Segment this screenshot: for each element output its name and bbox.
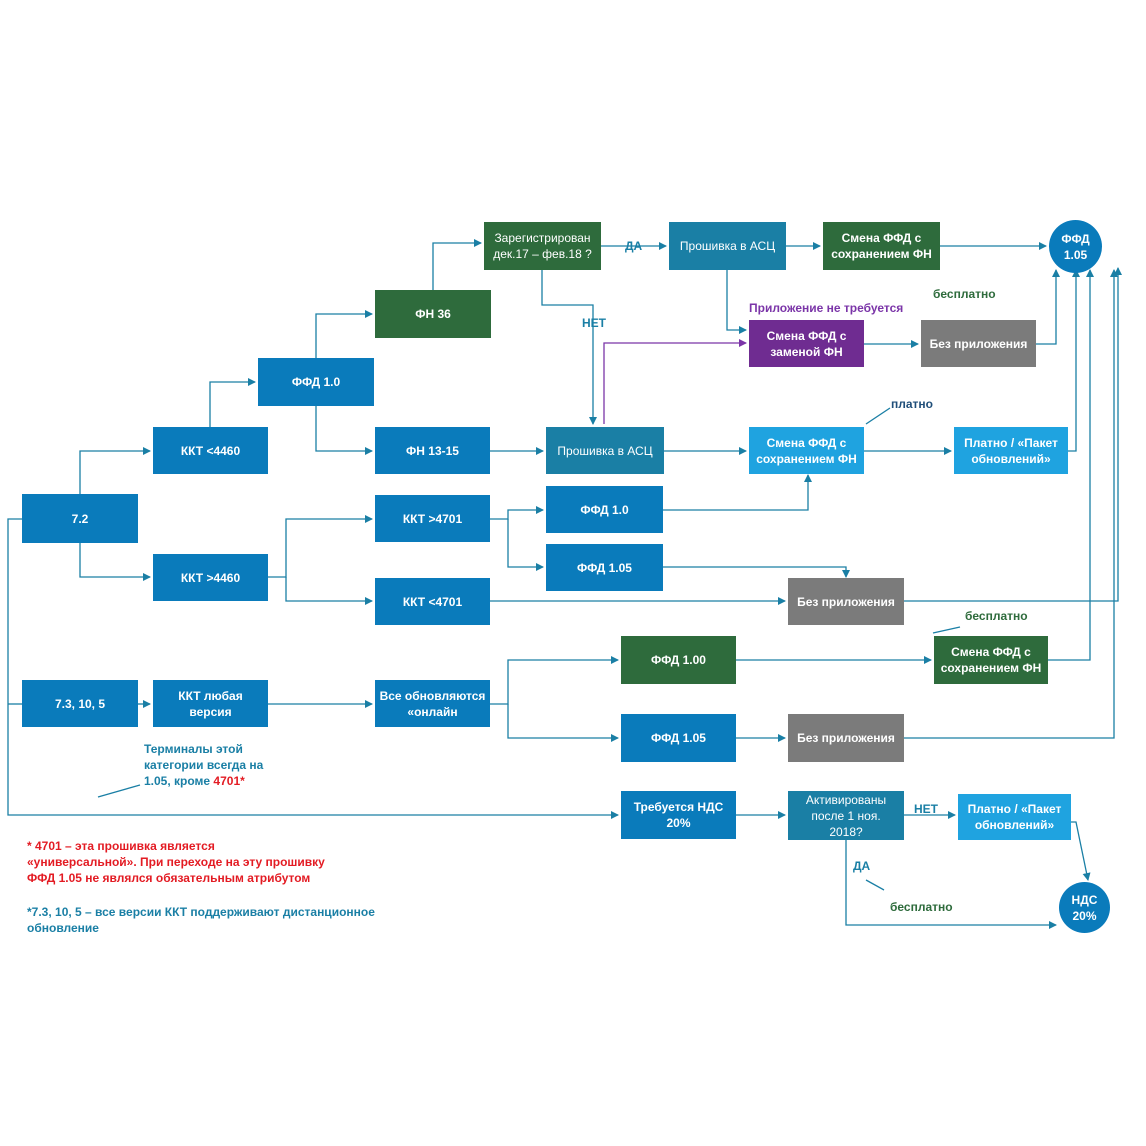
change-ffd-replace-fn-node: Смена ФФД с заменой ФН	[749, 320, 864, 367]
no-app-mid-node: Без приложения	[788, 578, 904, 625]
footnote-remote-update: *7.3, 10, 5 – все версии ККТ поддерживаю…	[27, 905, 375, 935]
fn-13-15-node: ФН 13-15	[375, 427, 490, 474]
no-label-top: НЕТ	[582, 316, 606, 330]
yes-label-low: ДА	[853, 859, 871, 873]
all-online-update-node: Все обновляются «онлайн	[375, 680, 490, 727]
ffd-1-00-low-node: ФФД 1.00	[621, 636, 736, 684]
firmware-asc-mid-node: Прошивка в АСЦ	[546, 427, 664, 474]
no-app-top-node: Без приложения	[921, 320, 1036, 367]
no-label-low: НЕТ	[914, 802, 938, 816]
registered-question-node: Зарегистрирован дек.17 – фев.18 ?	[484, 222, 601, 270]
footnote-4701: * 4701 – эта прошивка является «универса…	[27, 839, 325, 885]
vat-20-end-circle: НДС 20%	[1059, 882, 1110, 933]
ffd-1-0-top-node: ФФД 1.0	[258, 358, 374, 406]
kkt-gt-4460-node: ККТ >4460	[153, 554, 268, 601]
no-app-low-node: Без приложения	[788, 714, 904, 762]
terminals-note-red: 4701*	[213, 774, 245, 788]
free-label-top: бесплатно	[933, 287, 996, 301]
paid-label-mid: платно	[891, 397, 933, 411]
terminals-note: Терминалы этой категории всегда на 1.05,…	[144, 741, 284, 789]
paid-package-mid-node: Платно / «Пакет обновлений»	[954, 427, 1068, 474]
app-not-required-label: Приложение не требуется	[749, 301, 904, 315]
kkt-lt-4460-node: ККТ <4460	[153, 427, 268, 474]
kkt-gt-4701-node: ККТ >4701	[375, 495, 490, 542]
yes-label-top: ДА	[625, 239, 643, 253]
firmware-asc-top-node: Прошивка в АСЦ	[669, 222, 786, 270]
change-ffd-keep-fn-top-node: Смена ФФД с сохранением ФН	[823, 222, 940, 270]
free-label-mid: бесплатно	[965, 609, 1028, 623]
version-7-2-node: 7.2	[22, 494, 138, 543]
fn-36-node: ФН 36	[375, 290, 491, 338]
change-ffd-keep-fn-low-node: Смена ФФД с сохранением ФН	[934, 636, 1048, 684]
kkt-lt-4701-node: ККТ <4701	[375, 578, 490, 625]
free-label-low: бесплатно	[890, 900, 953, 914]
kkt-any-version-node: ККТ любая версия	[153, 680, 268, 727]
paid-package-low-node: Платно / «Пакет обновлений»	[958, 794, 1071, 840]
activated-question-node: Активированы после 1 ноя. 2018?	[788, 791, 904, 840]
version-7-3-node: 7.3, 10, 5	[22, 680, 138, 727]
vat-required-node: Требуется НДС 20%	[621, 791, 736, 839]
change-ffd-keep-fn-mid-node: Смена ФФД с сохранением ФН	[749, 427, 864, 474]
ffd-1-05-mid-node: ФФД 1.05	[546, 544, 663, 591]
ffd-1-0-mid-node: ФФД 1.0	[546, 486, 663, 533]
ffd-1-05-low-node: ФФД 1.05	[621, 714, 736, 762]
ffd-1-05-end-circle: ФФД 1.05	[1049, 220, 1102, 273]
terminals-note-text: Терминалы этой категории всегда на 1.05,…	[144, 742, 264, 788]
